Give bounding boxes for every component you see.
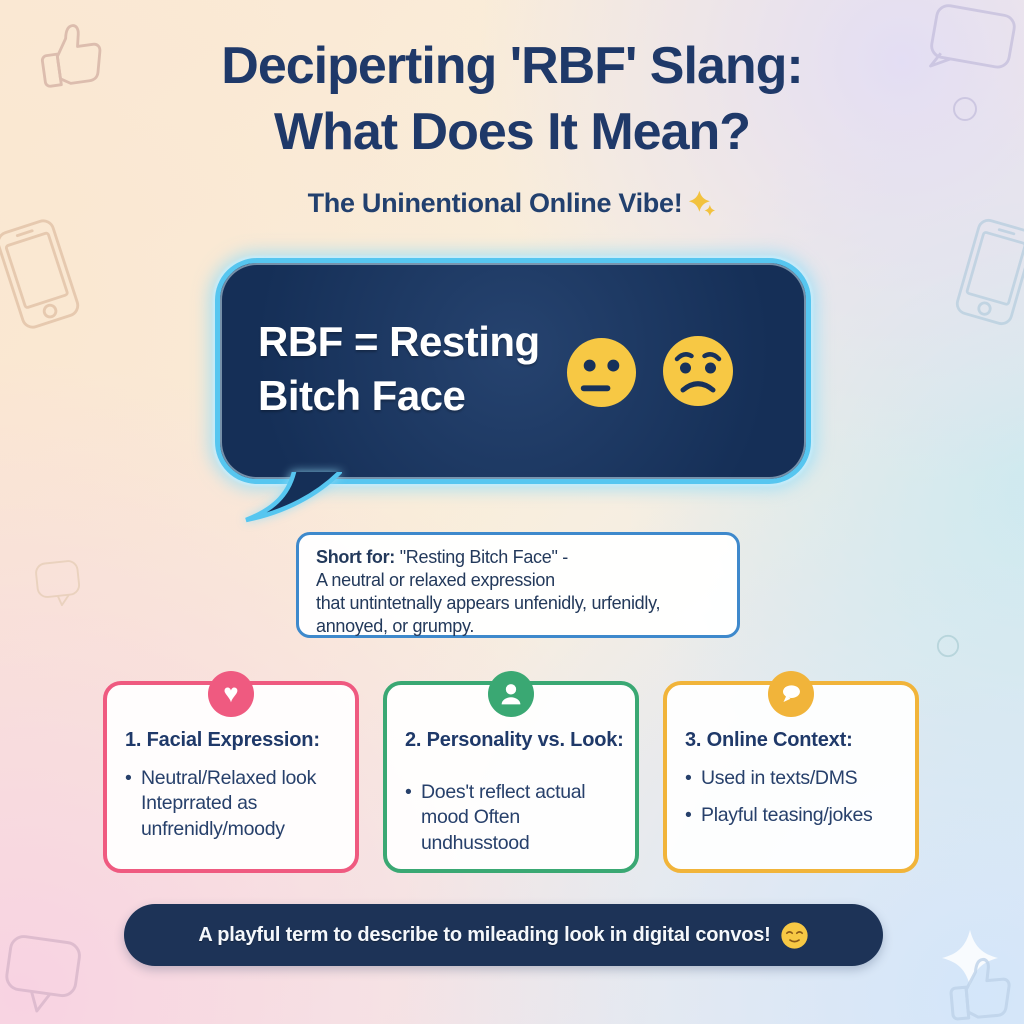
footer-banner: A playful term to describe to mileading … bbox=[124, 904, 883, 966]
definition-line4: annoyed, or grumpy. bbox=[316, 616, 475, 637]
speech-bubble-line1: RBF = Resting bbox=[258, 318, 540, 365]
card-bullet-list: Neutral/Relaxed look Inteprrated as unfr… bbox=[125, 766, 343, 842]
card-title: 1. Facial Expression: bbox=[125, 729, 320, 751]
card-bullet: Neutral/Relaxed look Inteprrated as unfr… bbox=[125, 766, 343, 842]
thumbs-up-icon bbox=[941, 947, 1024, 1024]
page-subtitle: The Uninentional Online Vibe! bbox=[0, 188, 1024, 219]
circle-icon bbox=[936, 634, 960, 658]
speech-bubble: RBF = Resting Bitch Face bbox=[215, 258, 811, 484]
speech-bubble-line2: Bitch Face bbox=[258, 371, 466, 419]
definition-line1-rest: "Resting Bitch Face" - bbox=[395, 547, 569, 567]
chat-bubble-icon bbox=[0, 927, 87, 1021]
sparkle-icon bbox=[938, 926, 1002, 990]
relieved-face-emoji bbox=[780, 921, 809, 950]
card-bullet: Does't reflect actual mood Often undhuss… bbox=[405, 780, 623, 856]
definition-line3: that untintetnally appears unfenidly, ur… bbox=[316, 593, 661, 614]
person-icon bbox=[488, 671, 534, 717]
page-title: Deciperting 'RBF' Slang: What Does It Me… bbox=[0, 34, 1024, 165]
footer-text: A playful term to describe to mileading … bbox=[198, 923, 771, 946]
definition-line1: Short for: "Resting Bitch Face" - bbox=[316, 546, 731, 569]
definition-line2: A neutral or relaxed expression bbox=[316, 570, 555, 591]
definition-box: Short for: "Resting Bitch Face" - A neut… bbox=[296, 532, 740, 638]
chat-bubble-icon bbox=[32, 556, 85, 611]
worried-face-emoji bbox=[662, 335, 734, 407]
card-bullet: Used in texts/DMS bbox=[685, 766, 903, 792]
heart-icon: ♥ bbox=[208, 671, 254, 717]
card-facial-expression: ♥ 1. Facial Expression: Neutral/Relaxed … bbox=[103, 671, 359, 873]
card-bullet-list: Does't reflect actual mood Often undhuss… bbox=[405, 780, 623, 856]
phone-icon bbox=[0, 213, 88, 334]
page-subtitle-text: The Uninentional Online Vibe! bbox=[307, 188, 683, 218]
definition-label: Short for: bbox=[316, 547, 395, 567]
card-online-context: 3. Online Context: Used in texts/DMS Pla… bbox=[663, 671, 919, 873]
card-bullet-list: Used in texts/DMS Playful teasing/jokes bbox=[685, 766, 903, 829]
page-title-line2: What Does It Mean? bbox=[273, 102, 751, 161]
page-title-line1: Deciperting 'RBF' Slang: bbox=[221, 37, 803, 95]
card-personality-vs-look: 2. Personality vs. Look: Does't reflect … bbox=[383, 671, 639, 873]
speech-bubble-text: RBF = Resting Bitch Face bbox=[258, 315, 540, 423]
sparkles-icon bbox=[688, 189, 716, 217]
neutral-face-emoji bbox=[566, 337, 637, 408]
card-title: 2. Personality vs. Look: bbox=[405, 729, 624, 751]
phone-icon bbox=[949, 213, 1024, 331]
card-bullet: Playful teasing/jokes bbox=[685, 803, 903, 829]
card-title: 3. Online Context: bbox=[685, 729, 853, 751]
speech-bubble-tail-icon bbox=[245, 472, 342, 523]
chat-bubble-icon bbox=[768, 671, 814, 717]
